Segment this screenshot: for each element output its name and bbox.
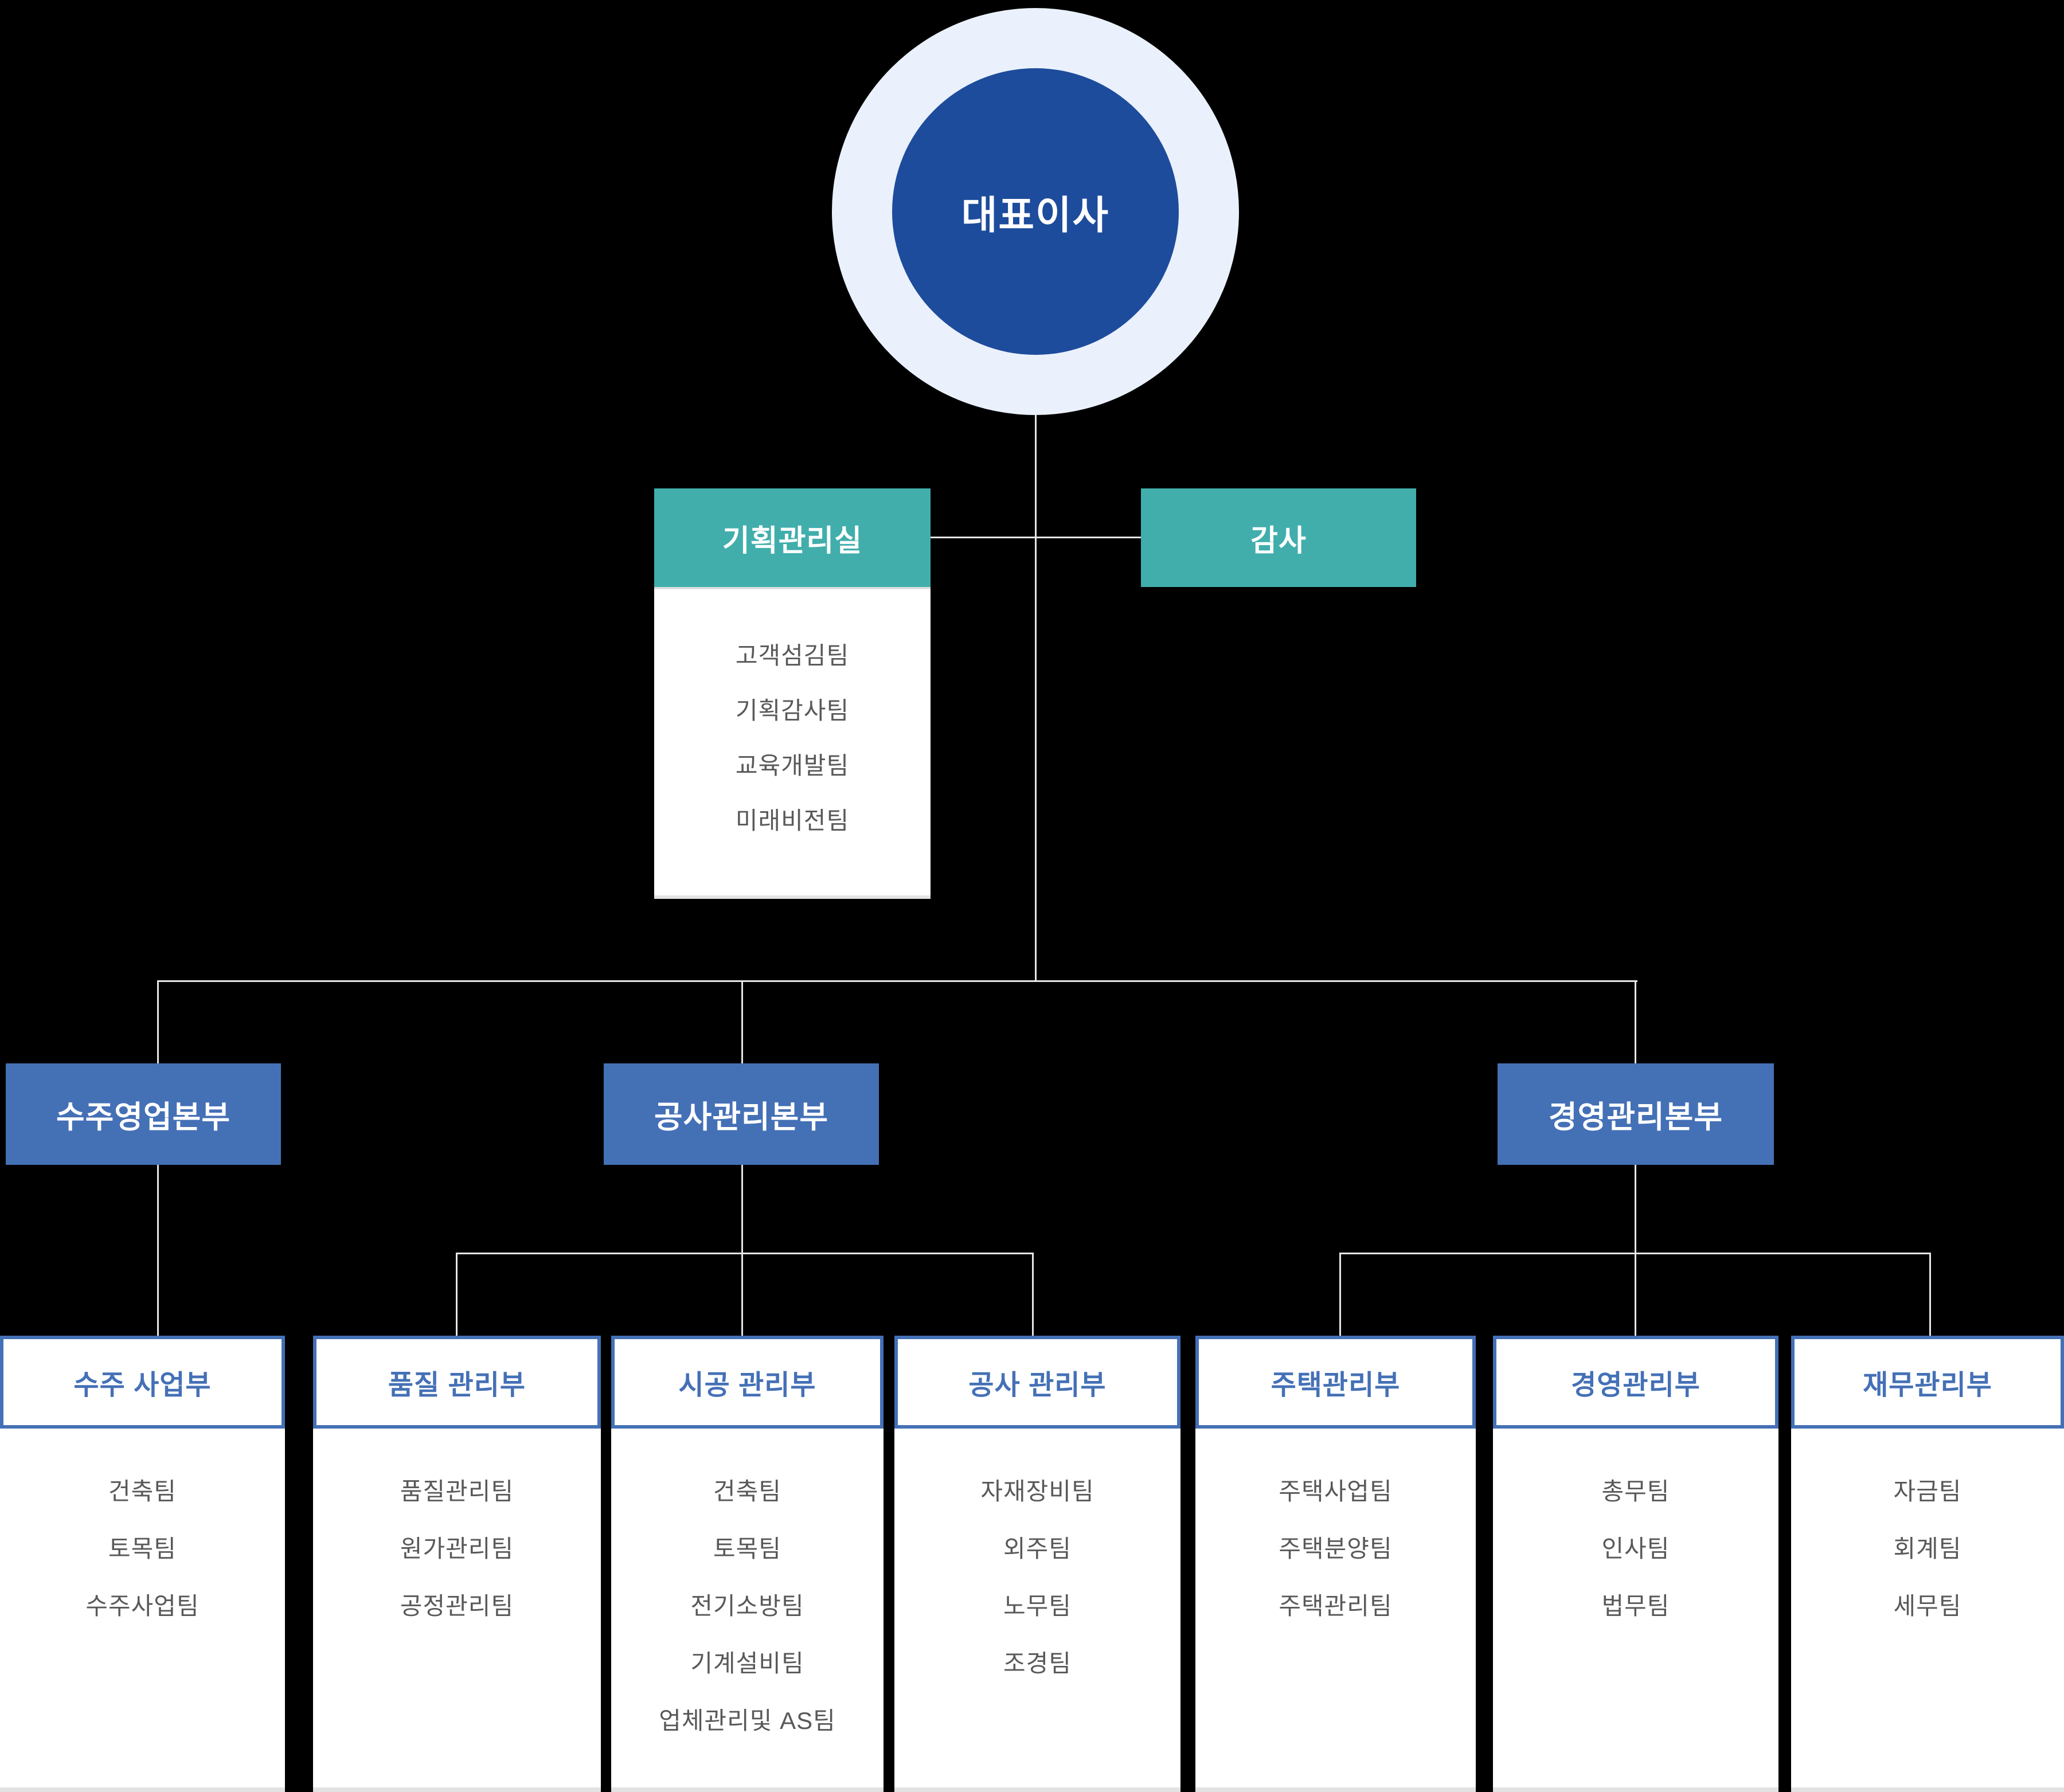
team-item: 기획감사팀 (735, 697, 850, 724)
staff-box-planning-office: 기획관리실 (654, 488, 931, 587)
dept-team-list-jaemu: 자금팀 회계팀 세무팀 (1791, 1429, 2064, 1792)
dept-team-list-gongsa: 자재장비팀 외주팀 노무팀 조경팀 (894, 1429, 1180, 1792)
staff-box-audit-label: 감사 (1250, 524, 1307, 558)
team-item: 고객섬김팀 (735, 641, 850, 669)
dept-team-list-suju-saeopbu: 건축팀 토목팀 수주사업팀 (0, 1429, 285, 1792)
dept-team-list-gyeongyeong: 총무팀 인사팀 법무팀 (1493, 1429, 1778, 1792)
team-item: 조경팀 (1003, 1649, 1072, 1677)
team-item: 법무팀 (1601, 1592, 1670, 1619)
team-item: 주택분양팀 (1279, 1535, 1393, 1562)
connector-trunk-vertical (1035, 412, 1037, 981)
team-item: 공정관리팀 (400, 1592, 514, 1619)
connector-gyeongyeong-drop-1 (1339, 1253, 1341, 1337)
dept-header-label: 공사 관리부 (968, 1370, 1107, 1400)
connector-main-branch-horizontal (157, 980, 1637, 982)
connector-gyeongyeong-drop-3 (1929, 1253, 1931, 1337)
dept-header-label: 수주 사업부 (73, 1370, 212, 1400)
dept-header-sigong: 시공 관리부 (611, 1336, 884, 1429)
team-item: 품질관리팀 (400, 1477, 514, 1505)
dept-team-list-sigong: 건축팀 토목팀 전기소방팀 기계설비팀 업체관리및 AS팀 (611, 1429, 884, 1792)
team-item: 토목팀 (108, 1535, 177, 1562)
connector-branch-drop-right (1635, 980, 1636, 1065)
staff-box-audit: 감사 (1141, 488, 1416, 587)
dept-team-list-pumjil: 품질관리팀 원가관리팀 공정관리팀 (313, 1429, 601, 1792)
division-construction-label: 공사관리본부 (654, 1100, 829, 1134)
ceo-node-ring: 대표이사 (832, 8, 1239, 415)
dept-header-suju-saeopbu: 수주 사업부 (0, 1336, 285, 1429)
team-item: 노무팀 (1003, 1592, 1072, 1619)
team-item: 주택관리팀 (1279, 1592, 1393, 1619)
team-item: 자금팀 (1893, 1477, 1962, 1505)
dept-header-label: 주택관리부 (1271, 1370, 1401, 1400)
team-item: 미래비전팀 (735, 807, 850, 834)
dept-team-list-jutaek: 주택사업팀 주택분양팀 주택관리팀 (1195, 1429, 1476, 1792)
connector-gyeongyeong-upper-vertical (1635, 1164, 1636, 1254)
connector-gongsa-upper-vertical (741, 1164, 743, 1254)
connector-gongsa-drop-3 (1032, 1253, 1034, 1337)
connector-staff-horizontal (931, 537, 1141, 538)
dept-header-jaemu: 재무관리부 (1791, 1336, 2064, 1429)
ceo-node-circle: 대표이사 (892, 68, 1179, 355)
connector-gongsa-drop-2 (741, 1253, 743, 1337)
dept-header-label: 재무관리부 (1863, 1370, 1992, 1400)
team-item: 주택사업팀 (1279, 1477, 1393, 1505)
team-item: 자재장비팀 (980, 1477, 1094, 1505)
team-item: 세무팀 (1893, 1592, 1962, 1619)
connector-branch-drop-mid (741, 980, 743, 1065)
division-management-label: 경영관리본부 (1548, 1100, 1723, 1134)
team-item: 수주사업팀 (85, 1592, 200, 1619)
ceo-label: 대표이사 (961, 193, 1110, 237)
connector-gyeongyeong-drop-2 (1635, 1253, 1636, 1337)
staff-box-planning-label: 기획관리실 (722, 524, 863, 558)
dept-header-label: 시공 관리부 (678, 1370, 816, 1400)
division-box-sales: 수주영업본부 (6, 1063, 281, 1165)
team-item: 업체관리및 AS팀 (659, 1707, 836, 1734)
team-item: 인사팀 (1601, 1535, 1670, 1562)
team-item: 외주팀 (1003, 1535, 1072, 1562)
team-item: 토목팀 (713, 1535, 781, 1562)
staff-planning-team-list: 고객섬김팀 기획감사팀 교육개발팀 미래비전팀 (654, 587, 931, 899)
dept-header-jutaek: 주택관리부 (1195, 1336, 1476, 1429)
team-item: 총무팀 (1601, 1477, 1670, 1505)
team-item: 건축팀 (108, 1477, 177, 1505)
team-item: 교육개발팀 (735, 752, 850, 779)
division-sales-label: 수주영업본부 (56, 1100, 231, 1134)
team-item: 전기소방팀 (690, 1592, 804, 1619)
team-item: 기계설비팀 (690, 1649, 804, 1677)
dept-header-label: 경영관리부 (1571, 1370, 1701, 1400)
connector-gongsa-sub-horizontal (456, 1253, 1034, 1254)
connector-branch-drop-left (157, 980, 159, 1065)
connector-suju-vertical (157, 1164, 159, 1337)
dept-header-gongsa: 공사 관리부 (894, 1336, 1180, 1429)
team-item: 건축팀 (713, 1477, 781, 1505)
team-item: 원가관리팀 (400, 1535, 514, 1562)
connector-gongsa-drop-1 (456, 1253, 458, 1337)
dept-header-pumjil: 품질 관리부 (313, 1336, 601, 1429)
division-box-construction: 공사관리본부 (604, 1063, 879, 1165)
division-box-management: 경영관리본부 (1498, 1063, 1774, 1165)
dept-header-label: 품질 관리부 (388, 1370, 526, 1400)
team-item: 회계팀 (1893, 1535, 1962, 1562)
dept-header-gyeongyeong: 경영관리부 (1493, 1336, 1778, 1429)
